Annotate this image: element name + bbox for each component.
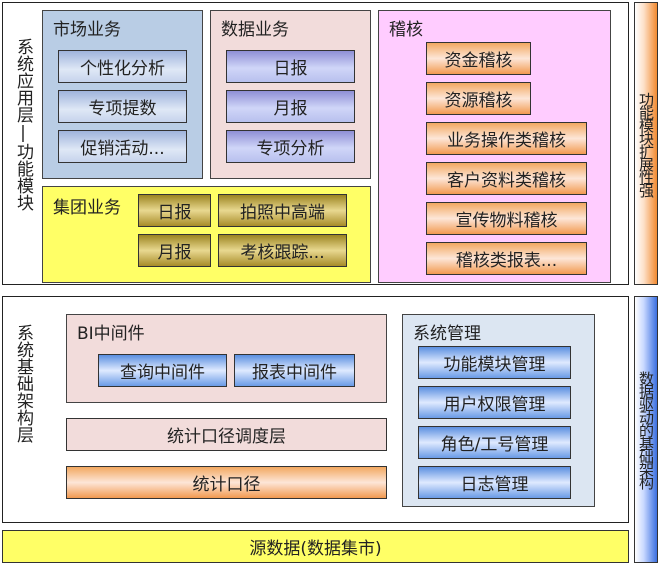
audit-item[interactable]: 业务操作类稽核 [426, 122, 587, 155]
bi-item[interactable]: 报表中间件 [234, 354, 355, 387]
data-item[interactable]: 日报 [226, 50, 355, 83]
group-item[interactable]: 日报 [138, 194, 211, 227]
market-business-title: 市场业务 [53, 20, 121, 40]
caliber-schedule-layer[interactable]: 统计口径调度层 [66, 418, 387, 451]
statistical-caliber[interactable]: 统计口径 [66, 466, 387, 499]
audit-item[interactable]: 客户资料类稽核 [426, 162, 587, 195]
group-item[interactable]: 月报 [138, 234, 211, 267]
market-item[interactable]: 个性化分析 [58, 50, 187, 83]
group-business-title: 集团业务 [53, 198, 121, 218]
data-item[interactable]: 月报 [226, 90, 355, 123]
sysmgmt-item[interactable]: 功能模块管理 [418, 346, 571, 379]
system-management-title: 系统管理 [413, 324, 481, 344]
group-item[interactable]: 拍照中高端 [218, 194, 347, 227]
data-business-title: 数据业务 [221, 20, 289, 40]
audit-item[interactable]: 稽核类报表... [426, 242, 587, 275]
audit-item[interactable]: 资源稽核 [426, 82, 531, 115]
market-item[interactable]: 专项提数 [58, 90, 187, 123]
data-driven-label: 数据驱动的基础架构 [637, 371, 655, 488]
audit-item[interactable]: 资金稽核 [426, 42, 531, 75]
market-item[interactable]: 促销活动... [58, 130, 187, 163]
sysmgmt-item[interactable]: 日志管理 [418, 466, 571, 499]
group-item[interactable]: 考核跟踪... [218, 234, 347, 267]
data-item[interactable]: 专项分析 [226, 130, 355, 163]
extensibility-label: 功能模块扩展性强 [637, 91, 655, 196]
application-layer-label: 系统应用层|功能模块 [13, 37, 33, 211]
sysmgmt-item[interactable]: 用户权限管理 [418, 386, 571, 419]
audit-item[interactable]: 宣传物料稽核 [426, 202, 587, 235]
sysmgmt-item[interactable]: 角色/工号管理 [418, 426, 571, 459]
data-driven-side-bar: 数据驱动的基础架构 [634, 296, 658, 563]
bi-middleware-title: BI中间件 [77, 324, 145, 344]
audit-title: 稽核 [389, 20, 423, 40]
base-layer-label: 系统基础架构层 [13, 323, 33, 443]
source-data-bar[interactable]: 源数据(数据集市) [2, 530, 629, 563]
bi-item[interactable]: 查询中间件 [98, 354, 227, 387]
extensibility-side-bar: 功能模块扩展性强 [634, 2, 658, 285]
